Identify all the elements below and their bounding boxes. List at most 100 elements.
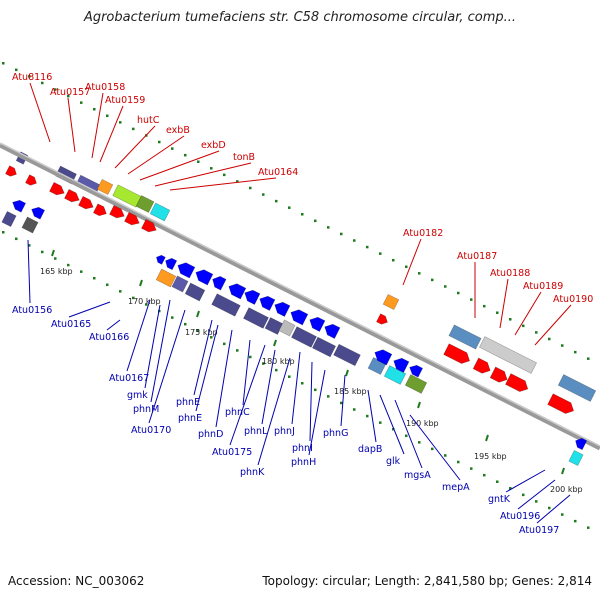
track-dot [145, 303, 148, 306]
forward-gene-block [479, 336, 537, 374]
track-dot [496, 480, 499, 483]
track-dot [249, 186, 252, 190]
forward-gene-block [448, 324, 482, 350]
track-dot [106, 283, 109, 287]
forward-gene-arrow [25, 174, 37, 186]
track-dot [496, 311, 499, 314]
outer-dotted-track [2, 62, 590, 360]
leader-line [139, 150, 220, 181]
forward-gene-label: tonB [233, 152, 255, 163]
forward-gene-arrow [472, 357, 491, 374]
track-dot [288, 206, 291, 209]
reverse-gene-block [211, 293, 241, 317]
reverse-gene-arrow [259, 295, 276, 311]
track-dot [301, 382, 304, 385]
track-dot [184, 322, 187, 326]
track-dot [314, 388, 317, 392]
reverse-gene-arrow [393, 357, 410, 373]
track-dot [119, 290, 122, 293]
reverse-gene-arrow [177, 262, 196, 279]
track-dot [522, 493, 525, 497]
forward-gene-label: Atu0187 [457, 251, 497, 262]
reverse-gene-arrow [575, 437, 588, 451]
reverse-gene-block [404, 374, 428, 394]
track-dot [67, 263, 70, 267]
leader-line [379, 394, 405, 455]
forward-gene-arrow [92, 203, 107, 217]
reverse-gene-label: dapB [358, 444, 382, 455]
leader-line [29, 82, 51, 143]
reverse-gene-label: phnE [176, 397, 200, 408]
track-dot [535, 500, 538, 503]
track-dot [210, 336, 213, 339]
track-dot [171, 147, 174, 150]
reverse-gene-arrow [274, 301, 291, 317]
reverse-gene-arrow [309, 316, 326, 332]
track-dot [2, 231, 5, 234]
tick-label: 165 kbp [40, 267, 73, 276]
forward-gene-label: exbD [201, 140, 226, 151]
tick-mark [485, 434, 489, 442]
accession-text: Accession: NC_003062 [8, 574, 145, 588]
track-dot [470, 467, 473, 470]
reverse-gene-label: phnG [323, 428, 348, 439]
reverse-gene-label: phnE [178, 413, 202, 424]
leader-line [91, 92, 104, 159]
leader-line [150, 299, 171, 403]
track-dot [392, 427, 395, 431]
track-dot [236, 180, 239, 183]
forward-gene-arrow [49, 181, 65, 196]
reverse-gene-arrow [195, 269, 214, 286]
track-dot [197, 160, 200, 163]
reverse-gene-block [278, 319, 296, 337]
reverse-gene-arrow [212, 276, 227, 291]
track-dot [184, 153, 187, 157]
leader-line [367, 389, 377, 443]
leader-line [517, 479, 556, 510]
reverse-gene-label: Atu0167 [109, 373, 149, 384]
reverse-gene-label: Atu0156 [12, 305, 52, 316]
reverse-gene-label: mgsA [404, 470, 431, 481]
track-dot [483, 304, 486, 308]
cog-layer [1, 151, 597, 467]
track-dot [301, 213, 304, 216]
leader-line [68, 301, 111, 318]
reverse-gene-block [291, 326, 317, 348]
reverse-gene-arrow [324, 323, 341, 339]
leader-line [505, 469, 546, 493]
leader-line [402, 238, 422, 286]
forward-gene-arrow [443, 343, 470, 364]
track-dot [327, 226, 330, 229]
leader-layer [27, 82, 572, 524]
track-dot [418, 441, 421, 444]
reverse-gene-block [311, 336, 337, 358]
reverse-gene-label: glk [386, 456, 401, 467]
track-dot [444, 454, 447, 457]
track-dot [548, 506, 551, 510]
track-dot [392, 258, 395, 262]
leader-line [126, 299, 151, 372]
reverse-gene-arrow [374, 349, 393, 366]
reverse-gene-arrow [290, 309, 309, 326]
reverse-gene-label: phnK [240, 467, 265, 478]
track-dot [327, 395, 330, 398]
genome-summary-text: Topology: circular; Length: 2,841,580 bp… [262, 574, 592, 588]
track-dot [431, 447, 434, 451]
track-dot [444, 285, 447, 288]
tick-label: 195 kbp [474, 452, 507, 461]
track-dot [405, 265, 408, 269]
track-dot [54, 257, 57, 260]
leader-line [148, 309, 186, 424]
forward-gene-arrow [124, 211, 140, 226]
track-dot [93, 107, 96, 111]
reverse-gene-arrow [12, 199, 27, 213]
track-dot [41, 250, 44, 254]
track-dot [119, 121, 122, 124]
reverse-gene-block [1, 210, 17, 228]
reverse-gene-label: Atu0166 [89, 332, 129, 343]
tick-mark [196, 310, 200, 318]
reverse-gene-block [155, 268, 177, 288]
arrow-layer [5, 165, 588, 451]
leader-line [229, 344, 266, 446]
forward-gene-label: Atu0189 [523, 281, 563, 292]
